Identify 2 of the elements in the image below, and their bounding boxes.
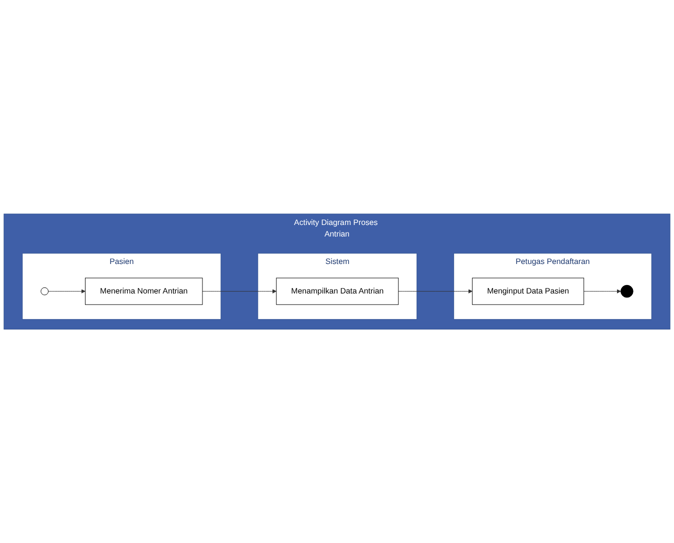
- node-circle: [40, 287, 49, 296]
- node-circle: [620, 284, 634, 298]
